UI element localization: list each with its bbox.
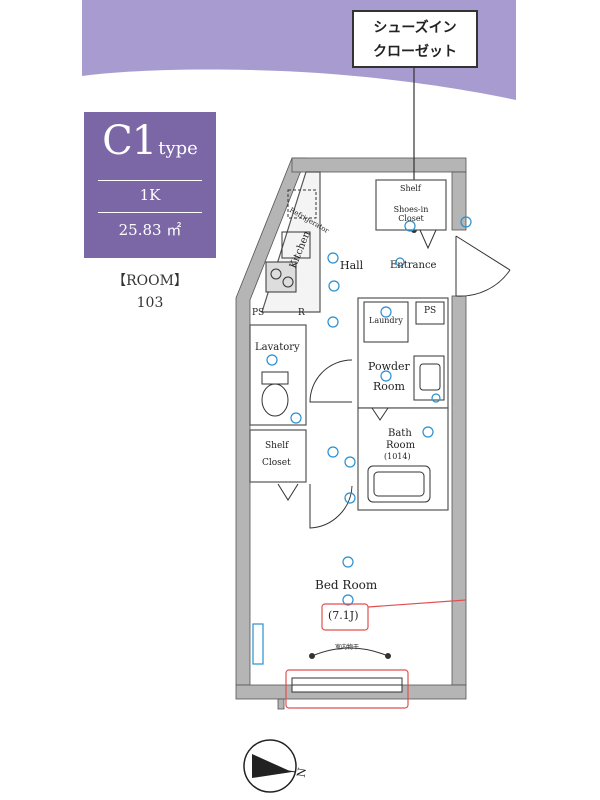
kitchen-appliances xyxy=(265,189,317,293)
clothesline xyxy=(309,647,391,659)
room-laundry: Laundry xyxy=(369,316,403,325)
unit-layout: 1K xyxy=(139,186,161,204)
toilet xyxy=(261,371,289,417)
door-swings xyxy=(277,229,511,529)
room-bath-size: (1014) xyxy=(384,452,411,461)
room-entrance: Entrance xyxy=(390,260,437,271)
unit-area: 25.83 ㎡ xyxy=(118,221,182,239)
room-powder-line2: Room xyxy=(373,380,405,393)
compass xyxy=(243,739,297,793)
shoes-in-closet-callout: シューズイン クローゼット xyxy=(352,10,478,68)
room-number: 103 xyxy=(136,295,164,311)
room-shoes-in-closet: Shoes-in Closet xyxy=(393,205,429,223)
room-hall: Hall xyxy=(340,259,364,272)
indoor-clothesline-label: 室内物干 xyxy=(335,644,360,651)
unit-type-suffix: type xyxy=(158,138,198,159)
room-bed-room-size: (7.1J) xyxy=(328,609,359,622)
highlights xyxy=(285,599,467,709)
compass-north-label: N xyxy=(294,766,310,779)
bathtub xyxy=(367,465,431,503)
callout-line-2: クローゼット xyxy=(373,44,457,60)
room-shelf-top: Shelf xyxy=(400,184,421,193)
room-shelf-closet-line1: Shelf xyxy=(265,441,289,451)
room-label: 【ROOM】 xyxy=(112,273,188,289)
fixtures xyxy=(252,216,472,665)
room-bath-line1: Bath xyxy=(388,428,412,439)
room-ps-left: PS xyxy=(252,308,265,318)
room-ps-right: PS xyxy=(424,306,437,316)
unit-type-letter: C1 xyxy=(102,118,157,164)
room-r-mark: R xyxy=(298,308,305,318)
room-powder-line1: Powder xyxy=(368,360,410,373)
room-bed-room: Bed Room xyxy=(315,578,378,592)
card-divider-1 xyxy=(98,180,202,181)
card-divider-2 xyxy=(98,212,202,213)
callout-line-1: シューズイン xyxy=(373,20,457,36)
room-shelf-closet-line2: Closet xyxy=(262,458,291,468)
room-bath-line2: Room xyxy=(386,440,416,451)
room-lavatory: Lavatory xyxy=(255,342,300,353)
compass-arrow-icon xyxy=(252,754,292,778)
